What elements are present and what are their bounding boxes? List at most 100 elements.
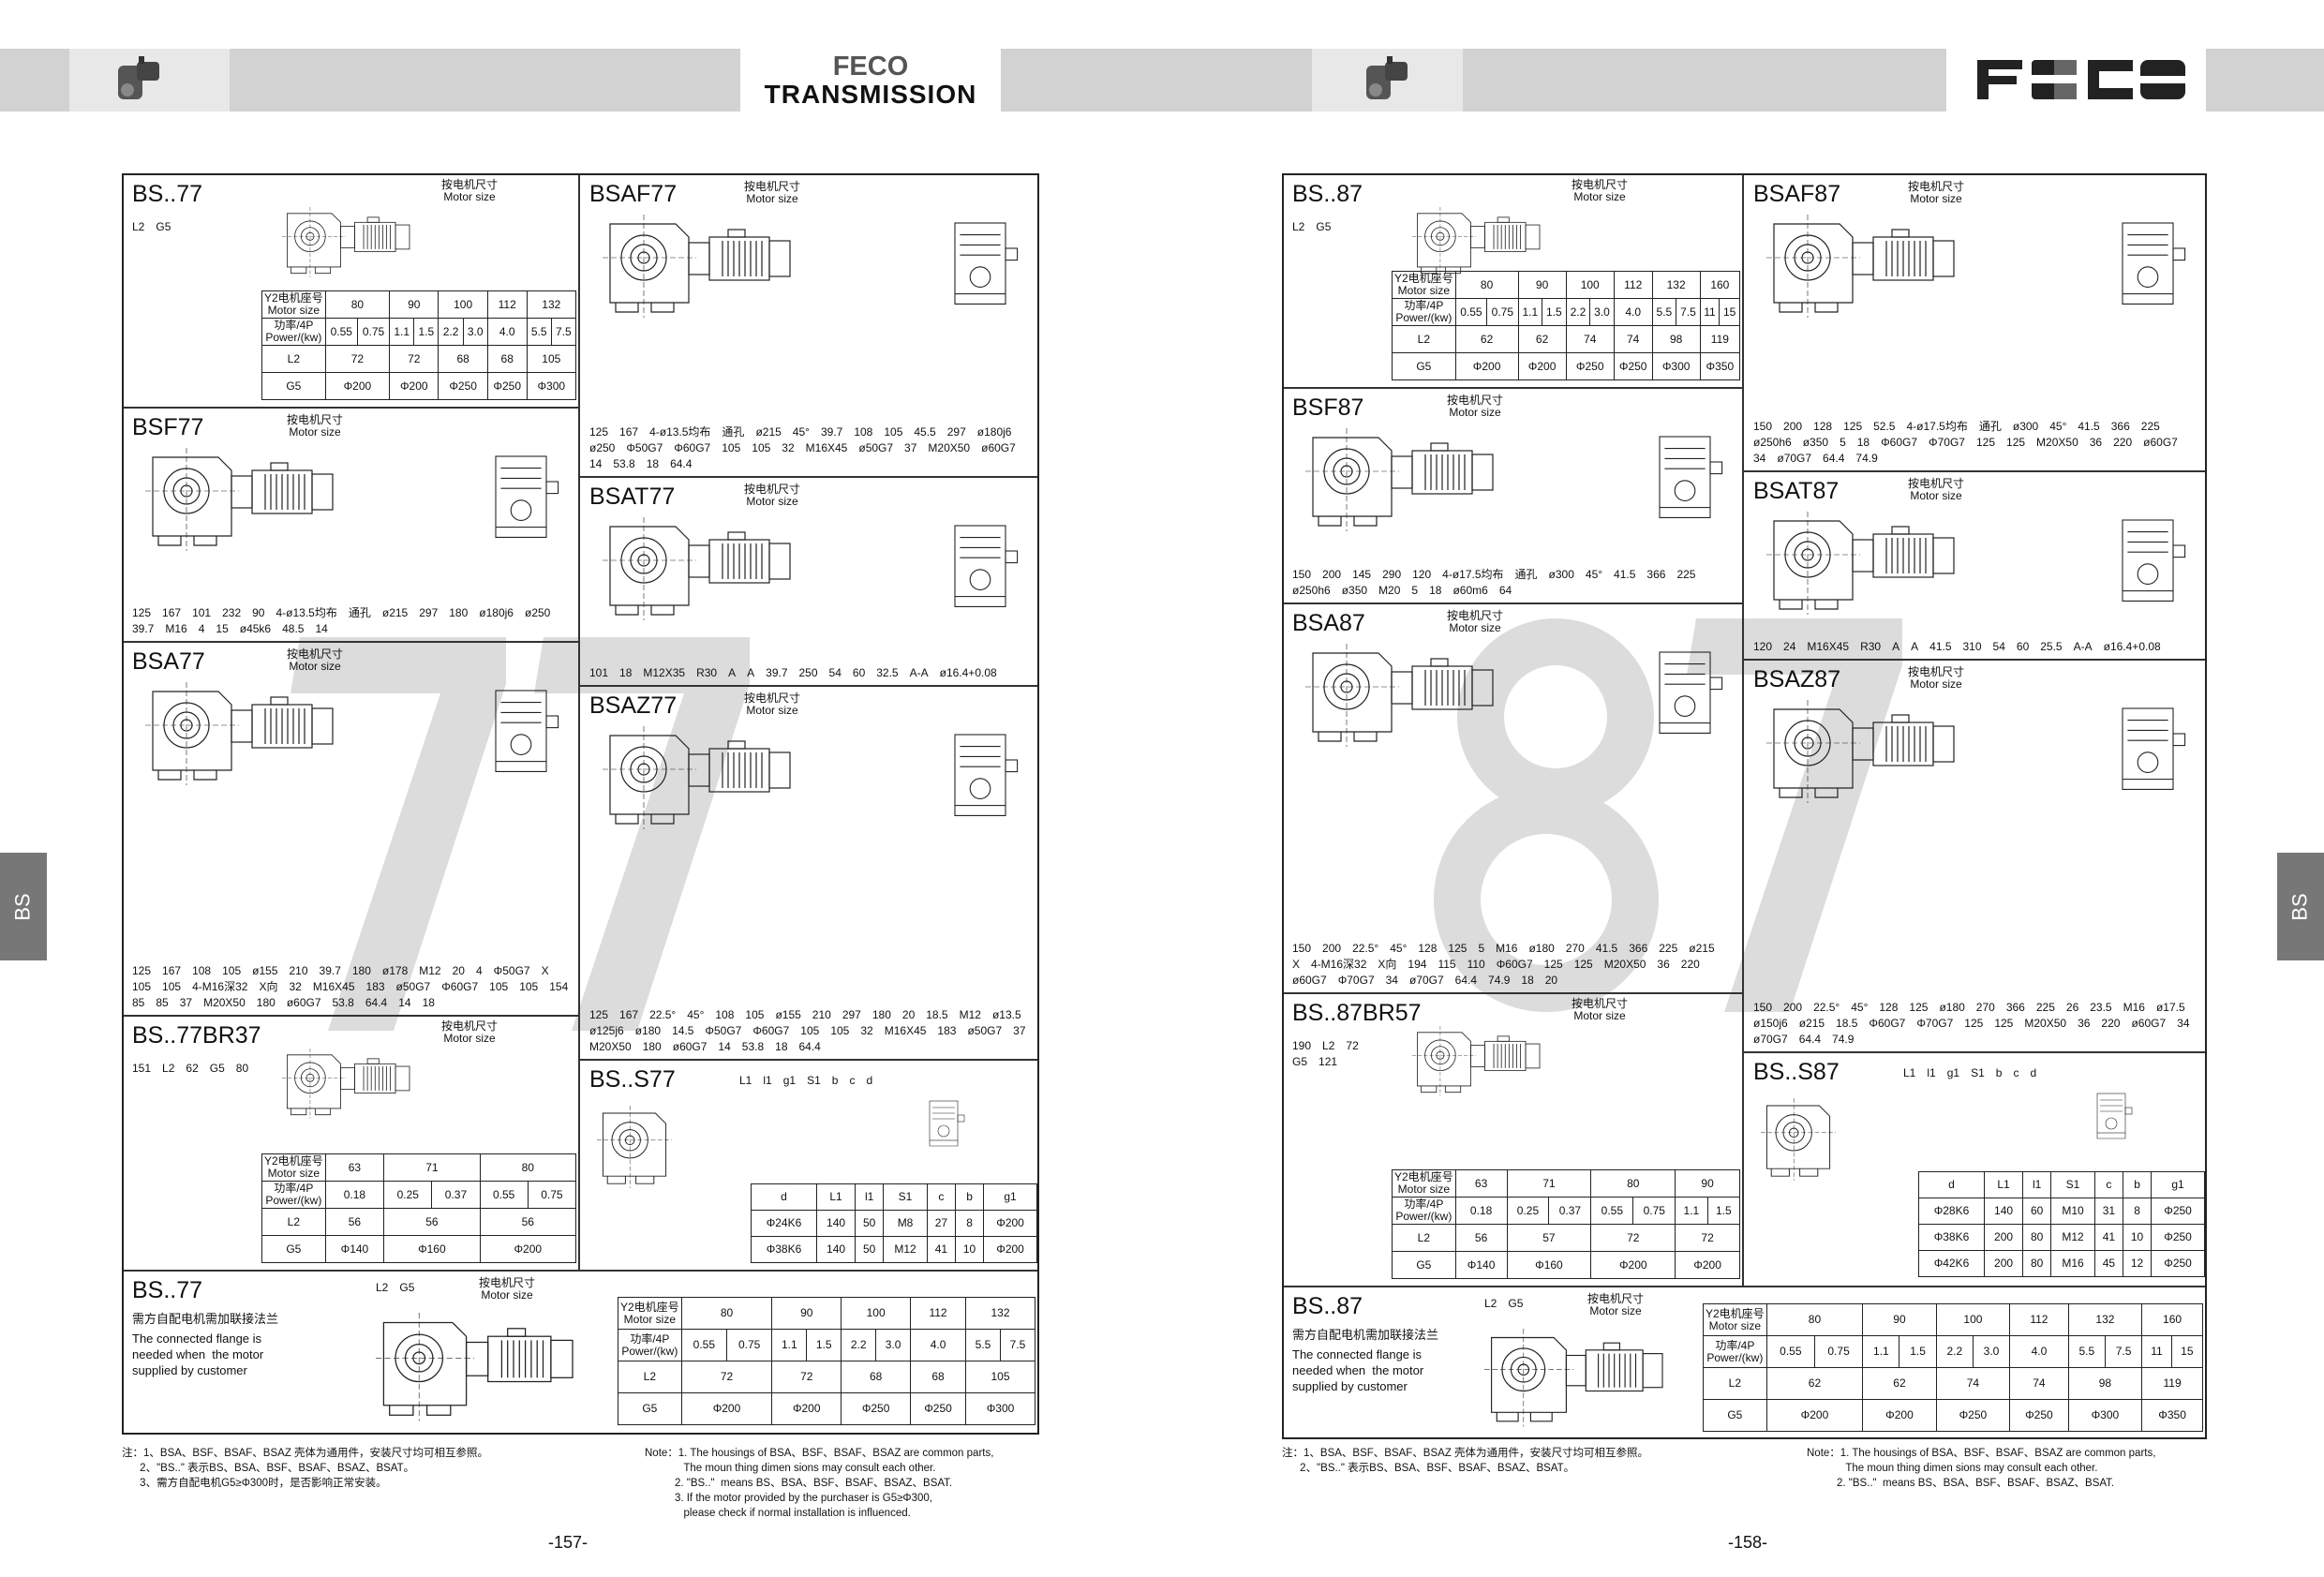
dimension-label: 41.5	[1929, 640, 1952, 653]
side-tab-left: BS	[0, 853, 47, 960]
dimension-label: 150	[1292, 942, 1312, 955]
dimension-label: X向	[259, 980, 278, 993]
gearbox-side-view	[1659, 436, 1723, 518]
table-cell: 74	[1565, 325, 1615, 353]
dimension-label: ø70G7	[1777, 452, 1812, 465]
dimension-label: ø60G7	[2143, 436, 2178, 449]
row-header: L2	[1392, 1224, 1456, 1252]
table-cell: 140	[815, 1236, 857, 1263]
table-cell: 0.55	[1454, 298, 1488, 326]
gearbox-drawing	[1305, 644, 1494, 747]
table-cell: 0.55	[324, 318, 358, 346]
dimension-label: 108	[854, 425, 873, 439]
dimension-label: 225	[2035, 1001, 2055, 1014]
notes-cn-157: 注：1、BSA、BSF、BSAF、BSAZ 壳体为通用件，安装尺寸均可相互参照。…	[122, 1448, 489, 1489]
dimension-label: 64.4	[670, 457, 693, 470]
table-cell: Φ250	[2151, 1198, 2205, 1225]
dimension-label: 54	[1992, 640, 2005, 653]
dimension-label: S1	[807, 1074, 821, 1087]
flange-note-cn: 需方自配电机需加联接法兰	[1292, 1328, 1439, 1342]
table-cell: 80	[1590, 1169, 1676, 1198]
dimension-label: 220	[2101, 1017, 2121, 1030]
dimension-label: l1	[1927, 1066, 1936, 1079]
dimension-label: 36	[2089, 436, 2103, 449]
dimension-label: 45°	[792, 425, 810, 439]
dimension-label: 22.5°	[649, 1008, 677, 1021]
dimension-label: ø70G7	[1408, 974, 1444, 987]
motor-size-label: 按电机尺寸 Motor size	[1908, 180, 1965, 205]
dimension-label: 72	[1346, 1039, 1359, 1052]
table-cell: Φ350	[2141, 1399, 2203, 1432]
row-header: 功率/4P Power/(kw)	[261, 1181, 326, 1209]
gearbox-drawing	[603, 215, 791, 318]
table-cell: 68	[910, 1361, 967, 1393]
table-cell: 80	[1454, 271, 1519, 299]
dimension-label: ø16.4+0.08	[939, 666, 997, 679]
dimension-label: G5	[1292, 1055, 1308, 1068]
table-cell: 105	[965, 1361, 1035, 1393]
dimension-label: Φ60G7	[441, 980, 479, 993]
dimension-label: S1	[1971, 1066, 1985, 1079]
dimension-label: M16	[1496, 942, 1518, 955]
table-cell: 140	[815, 1210, 857, 1237]
dimension-label: 297	[842, 1008, 861, 1021]
dimension-label: 125	[589, 425, 609, 439]
dimension-label: 190	[1292, 1039, 1312, 1052]
dimension-label: 5	[1478, 942, 1485, 955]
table-cell: 90	[1517, 271, 1567, 299]
page-frame-157	[122, 173, 1039, 1435]
dimension-label: ø60G7	[981, 441, 1016, 454]
dimension-label: Φ70G7	[1337, 974, 1375, 987]
gearbox-drawing	[145, 448, 334, 551]
dimension-label: ø180j6	[976, 425, 1012, 439]
table-cell: 3.0	[462, 318, 488, 346]
table-cell: 60	[2022, 1198, 2052, 1225]
table-cell: Φ250	[1613, 352, 1653, 380]
dimension-label: ø155	[252, 964, 278, 977]
dimension-label: 20	[901, 1008, 916, 1021]
table-cell: 1.1	[1517, 298, 1543, 326]
table-cell: Φ200	[1765, 1399, 1864, 1432]
dimension-label: 85	[156, 996, 169, 1009]
dimension-label: 105	[489, 980, 509, 993]
dimension-label: ø250	[589, 441, 616, 454]
watermark-87	[1434, 618, 1902, 1012]
dimension-label: 22.5°	[1352, 942, 1379, 955]
dimension-label: L2	[1292, 220, 1305, 233]
table-cell: 68	[486, 345, 528, 373]
table-cell: Φ38K6	[1918, 1224, 1985, 1251]
dimension-label: ø250	[524, 606, 551, 619]
table-cell: 72	[324, 345, 391, 373]
dimension-label: M16X45	[1807, 640, 1850, 653]
dimension-label: 220	[1680, 958, 1700, 971]
dimension-label: c	[849, 1074, 856, 1087]
gearbox-drawing	[1766, 512, 1955, 615]
motor-size-label: 按电机尺寸 Motor size	[1587, 1292, 1645, 1317]
dimension-label: ø60m6	[1452, 584, 1488, 597]
table-cell: 0.75	[725, 1329, 773, 1361]
dimension-label: 通孔	[1978, 420, 2002, 433]
table-cell: 0.37	[1548, 1197, 1592, 1225]
table-cell: Φ140	[1454, 1251, 1508, 1279]
panel-title: BS..S77	[589, 1066, 676, 1093]
table-cell: Φ250	[2151, 1224, 2205, 1251]
dimension-label: ø60G7	[286, 996, 321, 1009]
table-cell: 80	[2022, 1224, 2052, 1251]
dimension-label: 34	[2177, 1017, 2190, 1030]
table-cell: 27	[926, 1210, 956, 1237]
